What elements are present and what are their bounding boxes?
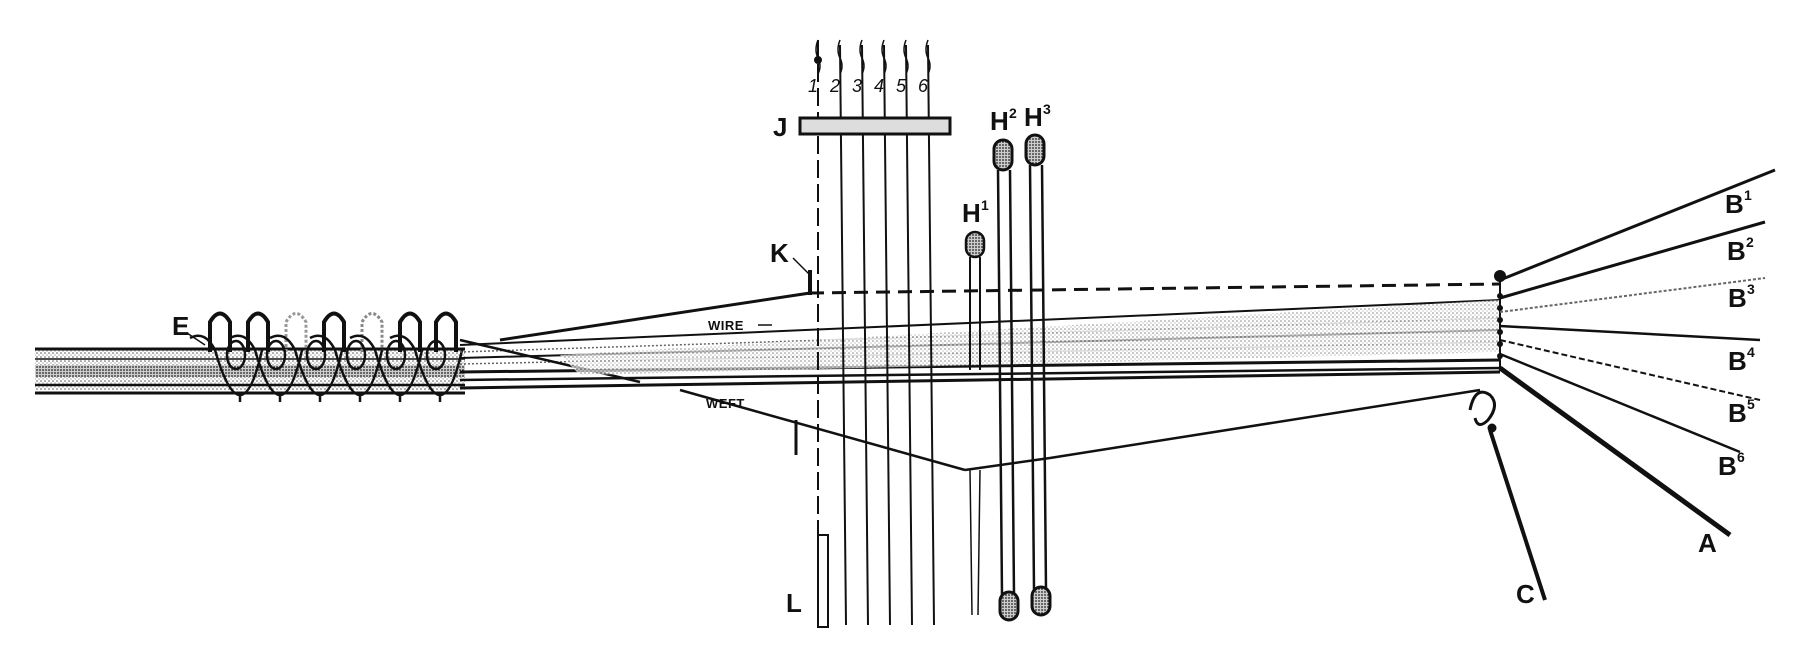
label-b6-sup: 6 xyxy=(1737,449,1745,465)
label-b1: B xyxy=(1725,189,1744,219)
label-h3: H xyxy=(1024,102,1043,132)
thread-numbers: 1 2 3 4 5 6 xyxy=(808,76,929,96)
label-c: C xyxy=(1516,579,1535,609)
thread-number-3: 3 xyxy=(852,76,862,96)
label-h2: H xyxy=(990,106,1009,136)
thread-number-1: 1 xyxy=(808,76,818,96)
weft-path xyxy=(679,388,1481,472)
label-weft: WEFT xyxy=(706,396,745,411)
thread-number-4: 4 xyxy=(874,76,884,96)
label-b3-sup: 3 xyxy=(1747,281,1755,297)
label-b6: B xyxy=(1718,451,1737,481)
thread-number-6: 6 xyxy=(918,76,929,96)
label-h2-sup: 2 xyxy=(1009,105,1017,121)
label-a: A xyxy=(1698,528,1717,558)
thread-number-5: 5 xyxy=(896,76,907,96)
heddle-h3 xyxy=(1024,133,1052,617)
label-b5: B xyxy=(1728,398,1747,428)
wire-needle-k xyxy=(792,257,812,455)
label-h3-sup: 3 xyxy=(1043,101,1051,117)
label-b2-sup: 2 xyxy=(1746,234,1754,250)
heddle-h1 xyxy=(964,230,986,616)
label-h1-sup: 1 xyxy=(981,197,989,213)
harness-threads xyxy=(814,39,935,626)
binding-loops xyxy=(189,334,464,402)
pile-loops xyxy=(208,311,458,352)
label-b4: B xyxy=(1728,346,1747,376)
label-b3: B xyxy=(1728,283,1747,313)
comber-board-j xyxy=(798,116,952,136)
label-l: L xyxy=(786,588,802,618)
thread-number-2: 2 xyxy=(829,76,840,96)
label-b1-sup: 1 xyxy=(1744,187,1752,203)
rod-c xyxy=(1468,390,1547,601)
label-e: E xyxy=(172,311,189,341)
warp-end-labels: B 1 B 2 B 3 B 4 B 5 B 6 xyxy=(1718,187,1755,481)
label-wire: WIRE xyxy=(708,318,744,333)
lingo-weight-l xyxy=(817,534,829,628)
label-b2: B xyxy=(1727,236,1746,266)
label-b5-sup: 5 xyxy=(1747,396,1755,412)
label-j: J xyxy=(773,112,787,142)
label-k: K xyxy=(770,238,789,268)
label-h1: H xyxy=(962,198,981,228)
warp-ends-fan xyxy=(1498,168,1776,538)
heddle-h2 xyxy=(992,138,1020,622)
label-b4-sup: 4 xyxy=(1747,344,1755,360)
